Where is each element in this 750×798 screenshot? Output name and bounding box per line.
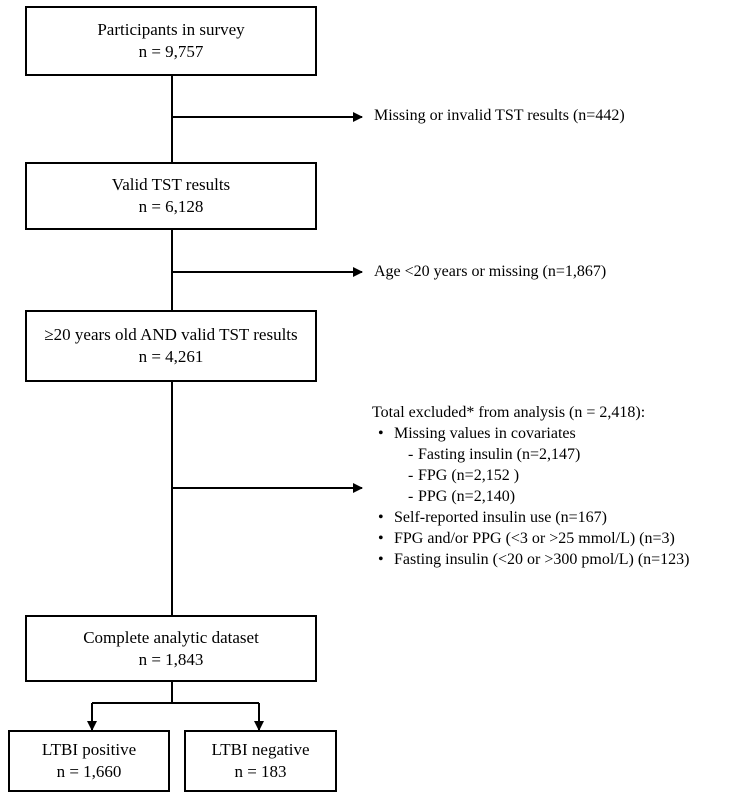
total-excluded-heading: Total excluded* from analysis (n = 2,418… bbox=[372, 404, 646, 421]
age-valid-title: ≥20 years old AND valid TST results bbox=[44, 325, 298, 344]
ltbi-positive-count: n = 1,660 bbox=[56, 762, 122, 781]
exclusion-item: Fasting insulin (<20 or >300 pmol/L) (n=… bbox=[372, 549, 690, 570]
ltbi-negative-title: LTBI negative bbox=[211, 740, 310, 759]
analytic-title: Complete analytic dataset bbox=[83, 627, 259, 647]
ltbi-negative-box: LTBI negative n = 183 bbox=[184, 730, 337, 792]
participants-box: Participants in survey n = 9,757 bbox=[25, 6, 317, 76]
exclusion-item: FPG and/or PPG (<3 or >25 mmol/L) (n=3) bbox=[372, 528, 690, 549]
missing-tst-note: Missing or invalid TST results (n=442) bbox=[374, 107, 625, 124]
exclusion-subitem: PPG (n=2,140) bbox=[372, 486, 690, 507]
exclusion-item: Missing values in covariates bbox=[372, 423, 690, 444]
valid-tst-box: Valid TST results n = 6,128 bbox=[25, 162, 317, 230]
exclusion-subitem: Fasting insulin (n=2,147) bbox=[372, 444, 690, 465]
age-valid-box: ≥20 years old AND valid TST results n = … bbox=[25, 310, 317, 382]
valid-tst-title: Valid TST results bbox=[111, 175, 231, 194]
ltbi-negative-count: n = 183 bbox=[234, 762, 287, 781]
participants-title: Participants in survey bbox=[97, 20, 245, 39]
exclusion-subitem: FPG (n=2,152 ) bbox=[372, 465, 690, 486]
ltbi-positive-title: LTBI positive bbox=[41, 740, 137, 759]
age-excluded-note: Age <20 years or missing (n=1,867) bbox=[374, 263, 607, 280]
exclusion-item: Self-reported insulin use (n=167) bbox=[372, 507, 690, 528]
total-excluded-block: Total excluded* from analysis (n = 2,418… bbox=[372, 402, 690, 570]
ltbi-positive-box: LTBI positive n = 1,660 bbox=[8, 730, 170, 792]
valid-tst-count: n = 6,128 bbox=[138, 197, 204, 216]
participants-count: n = 9,757 bbox=[138, 42, 204, 61]
analytic-dataset-box: Complete analytic dataset n = 1,843 bbox=[25, 615, 317, 682]
analytic-count: n = 1,843 bbox=[138, 649, 204, 669]
age-valid-count: n = 4,261 bbox=[138, 347, 204, 366]
